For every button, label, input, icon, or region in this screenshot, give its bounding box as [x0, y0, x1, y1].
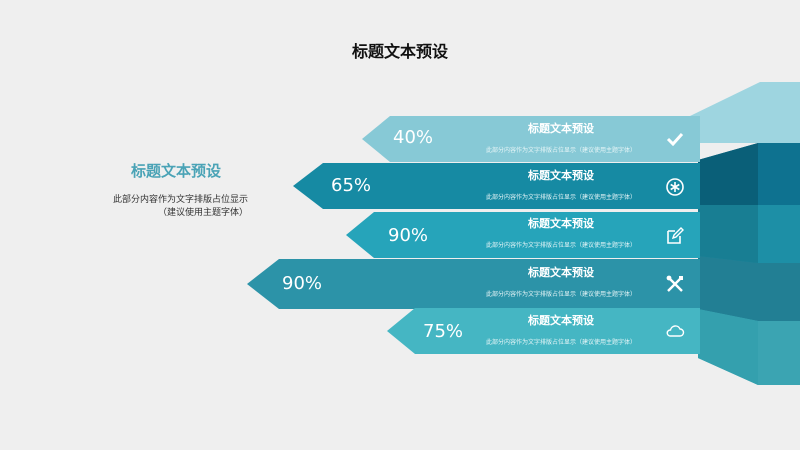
back-block-top: [690, 82, 800, 143]
asterisk-circle-icon: [664, 176, 686, 198]
row-3-title: 标题文本预设: [528, 217, 594, 230]
side-shade-4: [698, 309, 758, 385]
intro-desc-line-2: （建议使用主题字体）: [157, 208, 248, 218]
row-5-title: 标题文本预设: [528, 314, 594, 327]
row-arrow-4: [247, 259, 700, 309]
row-5-desc: 此部分内容作为文字排版占位显示（建议使用主题字体）: [485, 339, 636, 346]
slide-title: 标题文本预设: [351, 42, 448, 61]
side-shade-2: [698, 205, 758, 263]
row-5-percent: 75%: [423, 321, 464, 342]
back-block-face-3: [698, 256, 800, 321]
check-icon: [664, 128, 686, 150]
row-2-title: 标题文本预设: [528, 169, 594, 182]
row-arrow-5: [387, 308, 700, 354]
row-3-desc: 此部分内容作为文字排版占位显示（建议使用主题字体）: [485, 242, 636, 249]
intro-heading: 标题文本预设: [131, 162, 222, 180]
tools-icon: [664, 273, 686, 295]
row-arrow-3: [346, 212, 700, 258]
row-2-desc: 此部分内容作为文字排版占位显示（建议使用主题字体）: [485, 194, 636, 201]
row-arrow-2: [293, 163, 700, 209]
row-4-desc: 此部分内容作为文字排版占位显示（建议使用主题字体）: [485, 291, 636, 298]
cloud-icon: [664, 320, 686, 342]
edit-icon: [664, 225, 686, 247]
row-1-title: 标题文本预设: [528, 122, 594, 135]
row-1-desc: 此部分内容作为文字排版占位显示（建议使用主题字体）: [485, 147, 636, 154]
row-4-percent: 90%: [282, 273, 323, 294]
intro-desc-line-1: 此部分内容作为文字排版占位显示: [112, 195, 248, 205]
row-arrow-1: [362, 116, 700, 162]
intro-description: 此部分内容作为文字排版占位显示 （建议使用主题字体）: [90, 194, 248, 220]
row-2-percent: 65%: [331, 175, 372, 196]
row-3-percent: 90%: [388, 225, 429, 246]
side-shade-1: [698, 143, 758, 205]
row-1-percent: 40%: [393, 127, 434, 148]
row-4-title: 标题文本预设: [528, 266, 594, 279]
